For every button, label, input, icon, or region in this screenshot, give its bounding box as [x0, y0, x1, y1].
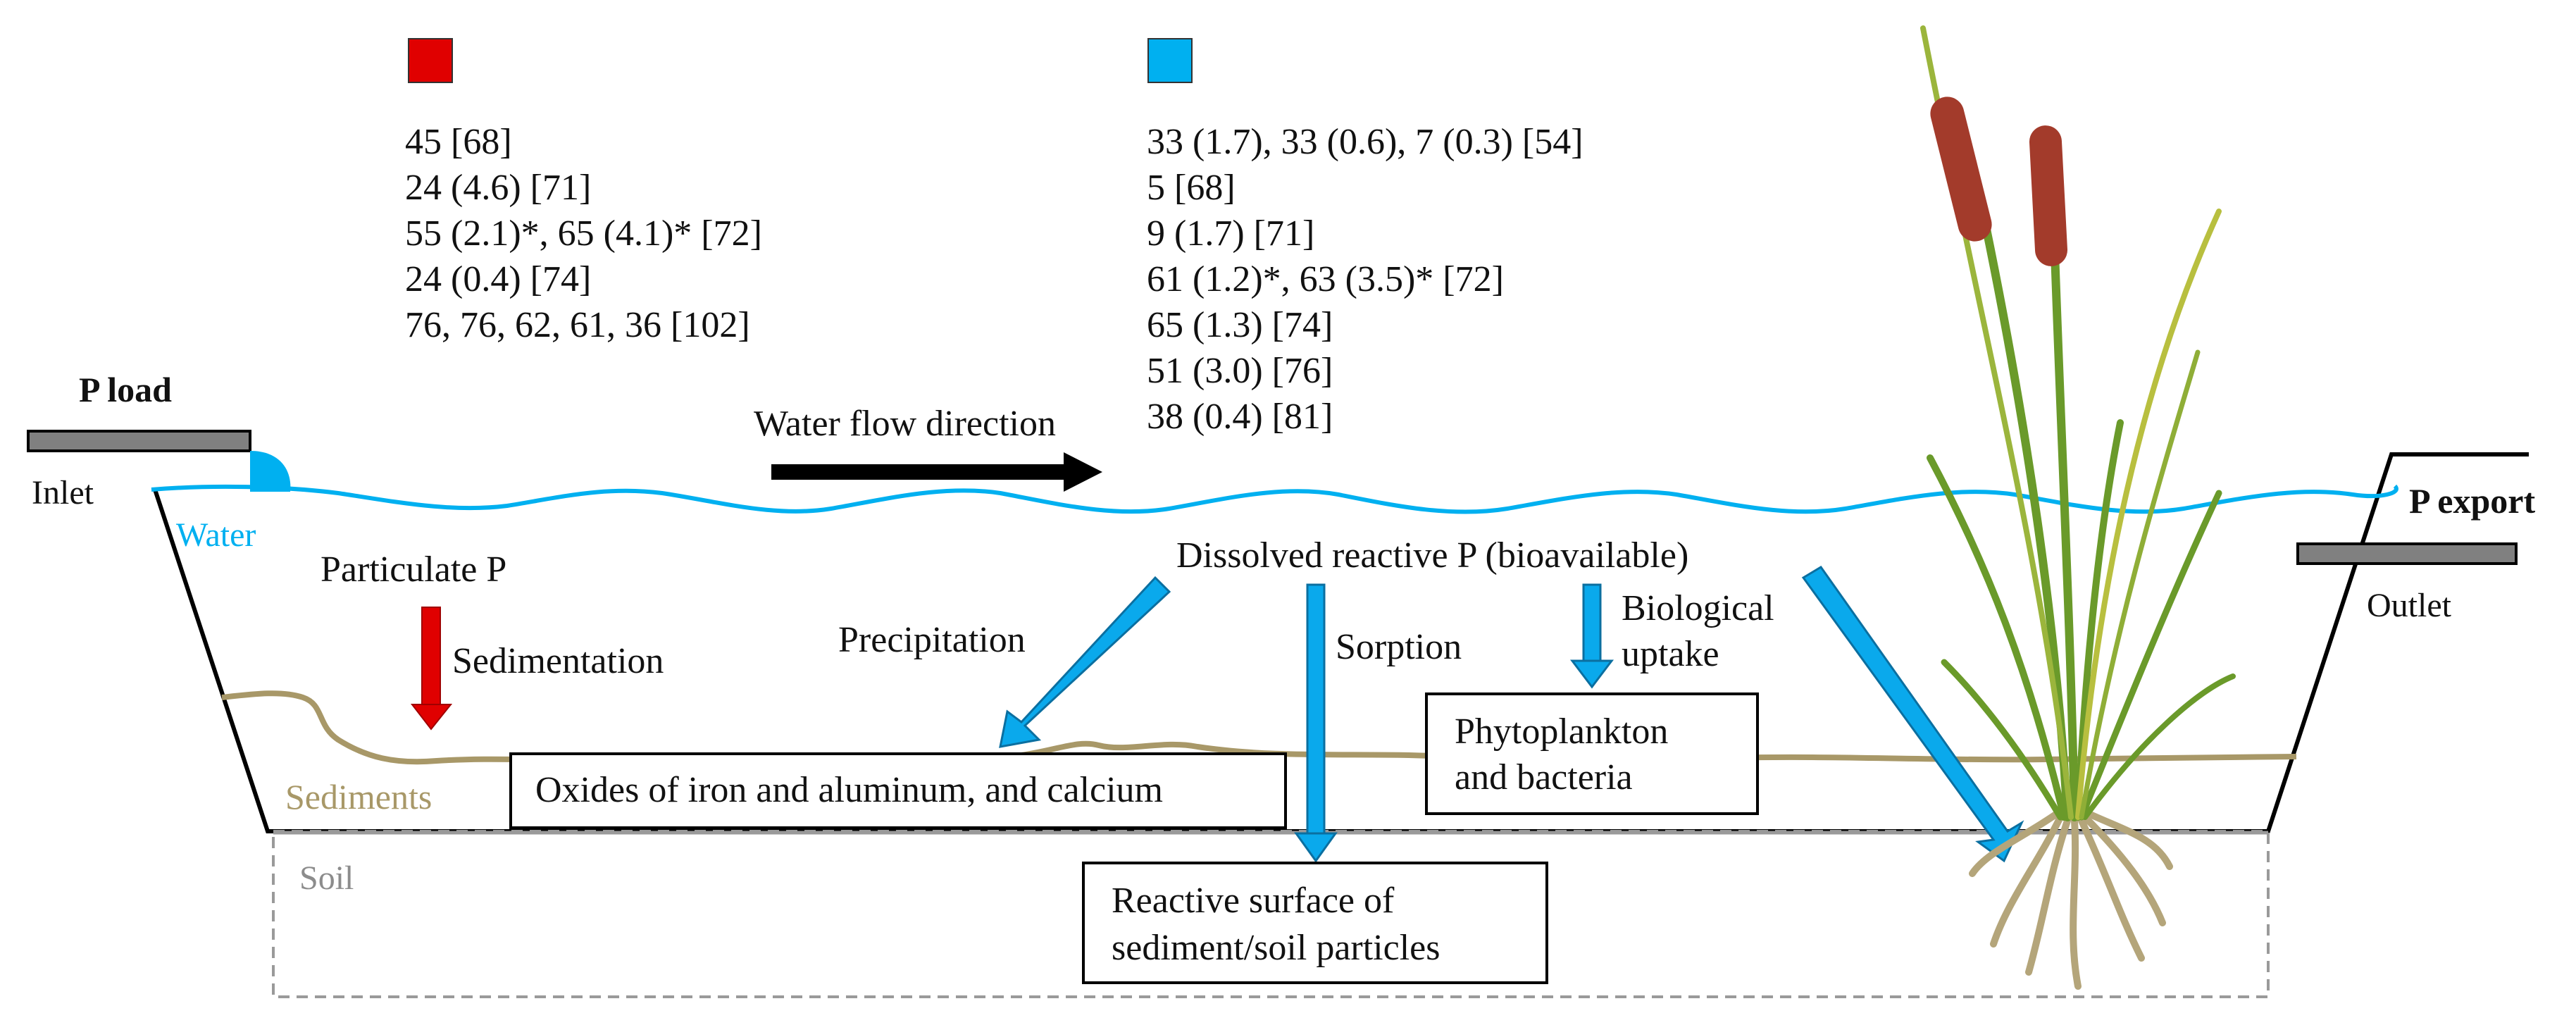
sedimentation-arrowhead [410, 704, 453, 731]
legend-blue-line: 51 (3.0) [76] [1147, 351, 1333, 391]
legend-blue-list: 33 (1.7), 33 (0.6), 7 (0.3) [54] 5 [68] … [1147, 122, 1583, 437]
p-export-label: P export [2409, 481, 2535, 521]
inlet-pipe [27, 430, 251, 452]
soil-label: Soil [299, 859, 354, 897]
legend-blue-line: 61 (1.2)*, 63 (3.5)* [72] [1147, 259, 1504, 299]
sorption-label: Sorption [1336, 627, 1462, 667]
outlet-pipe [2296, 542, 2518, 565]
red-square [408, 38, 453, 83]
inlet-water-jet [250, 451, 291, 492]
dissolved-p-label: Dissolved reactive P (bioavailable) [1176, 535, 1688, 576]
legend-blue-line: 38 (0.4) [81] [1147, 397, 1333, 437]
phyto-box-text-2: and bacteria [1455, 757, 1633, 797]
oxides-box-text: Oxides of iron and aluminum, and calcium [535, 770, 1163, 810]
water-flow-label: Water flow direction [754, 404, 1056, 444]
legend-blue-line: 9 (1.7) [71] [1147, 213, 1314, 254]
biological-label-2: uptake [1622, 634, 1719, 674]
blue-square [1147, 38, 1193, 83]
water-flow-arrowhead [1064, 452, 1102, 492]
legend-red-line: 76, 76, 62, 61, 36 [102] [405, 305, 750, 345]
legend-red-line: 24 (4.6) [71] [405, 168, 591, 208]
sedimentation-arrow-shaft [421, 607, 441, 707]
sorption-arrow-shaft [1306, 583, 1326, 836]
water-surface [151, 484, 2398, 514]
particulate-p-label: Particulate P [321, 549, 506, 590]
inlet-label: Inlet [32, 474, 94, 511]
legend-red-line: 24 (0.4) [74] [405, 259, 591, 299]
outlet-label: Outlet [2367, 587, 2452, 624]
legend-blue-line: 65 (1.3) [74] [1147, 305, 1333, 345]
legend-red-list: 45 [68] 24 (4.6) [71] 55 (2.1)*, 65 (4.1… [405, 122, 762, 345]
phyto-box-text-1: Phytoplankton [1455, 712, 1668, 752]
precipitation-arrow [999, 576, 1171, 748]
cattail-plant-icon [1920, 25, 2236, 990]
legend-blue-line: 5 [68] [1147, 168, 1236, 208]
sorption-arrowhead [1294, 832, 1338, 863]
legend-red-line: 45 [68] [405, 122, 512, 162]
reactive-box-text-2: sediment/soil particles [1112, 928, 1440, 968]
phytoplankton-box: Phytoplankton and bacteria [1425, 692, 1759, 815]
uptake-arrow-shaft [1582, 583, 1602, 664]
legend-blue-line: 33 (1.7), 33 (0.6), 7 (0.3) [54] [1147, 122, 1583, 162]
oxides-box: Oxides of iron and aluminum, and calcium [509, 752, 1287, 829]
biological-label-1: Biological [1622, 588, 1774, 628]
reactive-surface-box: Reactive surface of sediment/soil partic… [1082, 862, 1548, 984]
uptake-arrowhead [1569, 659, 1614, 689]
p-load-label: P load [79, 370, 172, 409]
legend-red-line: 55 (2.1)*, 65 (4.1)* [72] [405, 213, 762, 254]
reactive-box-text-1: Reactive surface of [1112, 881, 1395, 921]
sedimentation-label: Sedimentation [452, 641, 664, 681]
sediments-label: Sediments [285, 777, 432, 816]
precipitation-label: Precipitation [838, 620, 1026, 660]
water-label: Water [176, 516, 256, 554]
sediment-line [221, 690, 2297, 765]
